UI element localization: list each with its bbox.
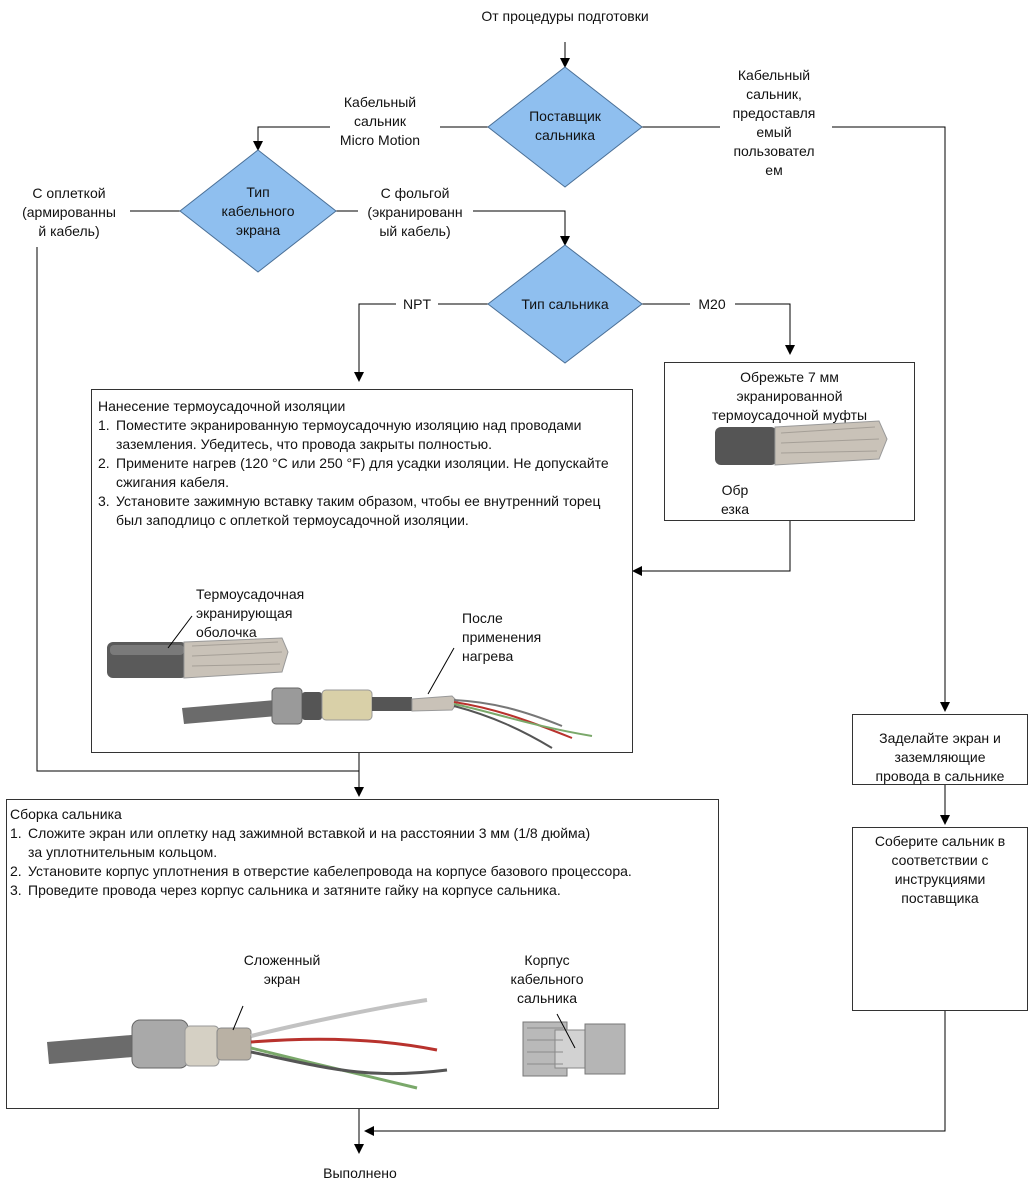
assemble-supplier-box: Соберите сальник в соответствии с инстру… (852, 827, 1028, 1011)
edge-label-m20: M20 (690, 295, 734, 314)
decision-supplier (487, 66, 643, 188)
assembly-box: Сборка сальника 1.Сложите экран или опле… (6, 799, 719, 1109)
heat-shrink-images (107, 615, 593, 749)
arrow-to-terminate (832, 126, 950, 712)
decision-shield-type (179, 149, 337, 273)
heat-shrink-title: Нанесение термоусадочной изоляции (98, 398, 346, 414)
gland-body-image (522, 1013, 626, 1077)
label-gland-body: Корпус кабельного сальника (510, 952, 584, 1006)
heat-shrink-step: 3.Установите зажимную вставку таким обра… (98, 493, 601, 528)
end-label: Выполнено (323, 1165, 397, 1181)
arrow-trim-to-heat-shrink (632, 521, 791, 576)
arrow-to-gland-type (473, 210, 570, 246)
assembly-steps: 1.Сложите экран или оплетку над зажимной… (10, 824, 710, 900)
start-label: От процедуры подготовки (481, 8, 649, 24)
arrow-to-shield-type (253, 126, 330, 151)
arrow-supplier-to-end (364, 1011, 946, 1136)
edge-label-npt: NPT (397, 295, 437, 314)
arrow-to-heat-shrink (354, 303, 396, 382)
trim-label: Обр езка (712, 481, 758, 519)
shrink-sleeve-image (107, 615, 289, 679)
edge-label-braid: С оплеткой (армированны й кабель) (22, 185, 116, 239)
assembly-images (47, 998, 626, 1090)
assembled-gland-image (47, 998, 448, 1090)
label-folded-shield: Сложенный экран (243, 952, 321, 987)
decision-gland-type-label: Тип сальника (521, 296, 609, 312)
assembly-step: 3.Проведите провода через корпус сальник… (10, 882, 561, 898)
terminate-box: Заделайте экран и заземляющие провода в … (852, 714, 1028, 785)
heat-shrink-step: 2.Примените нагрев (120 °C или 250 °F) д… (98, 455, 609, 490)
edge-label-foil: С фольгой (экранированн ый кабель) (367, 185, 463, 239)
assembly-step: 2.Установите корпус уплотнения в отверст… (10, 863, 632, 879)
heat-shrink-steps: 1.Поместите экранированную термоусадочну… (98, 416, 618, 530)
terminate-text: Заделайте экран и заземляющие провода в … (875, 730, 1005, 784)
edge-label-micro-motion: Кабельный сальник Micro Motion (339, 94, 421, 148)
label-shrink-sleeve: Термоусадочная экранирующая оболочка (196, 586, 305, 640)
heat-shrink-box: Нанесение термоусадочной изоляции 1.Поме… (91, 389, 633, 753)
trim-box: Обрежьте 7 мм экранированной термоусадоч… (664, 362, 915, 521)
decision-gland-type (487, 244, 643, 364)
decision-shield-type-label: Тип кабельного экрана (221, 184, 295, 238)
assembly-title: Сборка сальника (10, 806, 122, 822)
label-after-heat: После применения нагрева (462, 610, 542, 664)
assemble-supplier-text: Соберите сальник в соответствии с инстру… (874, 833, 1006, 906)
heat-shrink-step: 1.Поместите экранированную термоусадочну… (98, 417, 582, 452)
decision-supplier-label: Поставщик сальника (529, 108, 601, 143)
trim-image (715, 420, 888, 466)
trim-title: Обрежьте 7 мм экранированной термоусадоч… (711, 369, 868, 423)
arrow-to-trim (735, 303, 795, 355)
assembly-step: 1.Сложите экран или оплетку над зажимной… (10, 825, 591, 860)
heated-cable-image (182, 647, 593, 749)
edge-label-user-supplied: Кабельный сальник, предоставля емый поль… (732, 67, 816, 178)
